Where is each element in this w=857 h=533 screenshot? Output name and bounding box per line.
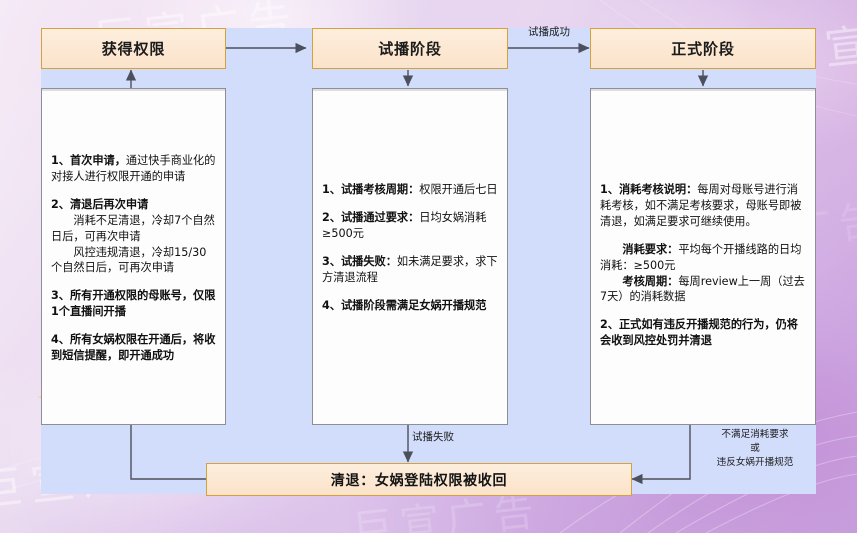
detail-paragraph: 4、试播阶段需满足女娲开播规范 bbox=[322, 298, 498, 314]
detail-rest: 通过快手商业化的对接人进行权限开通的申请 bbox=[51, 154, 216, 183]
stage-box-trial[interactable]: 试播阶段 bbox=[312, 28, 508, 69]
detail-text-trial: 1、试播考核周期：权限开通后七日 2、试播通过要求：日均女娲消耗≥500元 3、试播… bbox=[313, 182, 507, 313]
detail-subline-rest: 每周review上一周（过去7天）的消耗数据 bbox=[600, 274, 805, 304]
detail-lead: 3、所有开通权限的母账号，仅限1个直播间开播 bbox=[51, 289, 216, 319]
detail-lead: 4、所有女娲权限在开通后，将收到短信提醒，即开通成功 bbox=[51, 333, 216, 363]
detail-lead: 4、试播阶段需满足女娲开播规范 bbox=[322, 298, 487, 312]
detail-box-acquire: 1、首次申请，通过快手商业化的对接人进行权限开通的申请 2、清退后再次申请消耗不足… bbox=[41, 88, 226, 425]
detail-subline-rest: 平均每个开播线路的日均消耗：≥500元 bbox=[600, 242, 802, 272]
stage-box-formal[interactable]: 正式阶段 bbox=[590, 28, 816, 69]
detail-subline: 考核周期：每周review上一周（过去7天）的消耗数据 bbox=[600, 274, 806, 306]
detail-rest: 权限开通后七日 bbox=[419, 183, 498, 196]
detail-text-acquire: 1、首次申请，通过快手商业化的对接人进行权限开通的申请 2、清退后再次申请消耗不足… bbox=[42, 153, 225, 364]
detail-paragraph: 4、所有女娲权限在开通后，将收到短信提醒，即开通成功 bbox=[51, 332, 216, 364]
detail-paragraph: 2、清退后再次申请消耗不足清退，冷却7个自然日后，可再次申请风控违规清退，冷却1… bbox=[51, 197, 216, 277]
detail-lead: 2、正式如有违反开播规范的行为，仍将会收到风控处罚并清退 bbox=[600, 318, 798, 348]
detail-lead: 2、清退后再次申请 bbox=[51, 197, 149, 211]
detail-paragraph: 1、试播考核周期：权限开通后七日 bbox=[322, 182, 498, 198]
bottom-bar-title: 清退：女娲登陆权限被收回 bbox=[330, 472, 508, 489]
detail-paragraph: 1、首次申请，通过快手商业化的对接人进行权限开通的申请 bbox=[51, 153, 216, 185]
detail-subline: 消耗要求：平均每个开播线路的日均消耗：≥500元 bbox=[600, 242, 806, 274]
detail-paragraph: 1、消耗考核说明：每周对母账号进行消耗考核，如不满足考核要求，母账号即被清退，如… bbox=[600, 182, 806, 230]
detail-lead: 1、试播考核周期： bbox=[322, 183, 420, 196]
detail-box-trial: 1、试播考核周期：权限开通后七日 2、试播通过要求：日均女娲消耗≥500元 3、试播… bbox=[312, 88, 508, 425]
stage-title-trial: 试播阶段 bbox=[378, 40, 442, 58]
detail-lead: 3、试播失败： bbox=[322, 254, 397, 268]
stage-title-formal: 正式阶段 bbox=[671, 40, 735, 58]
detail-paragraph: 2、试播通过要求：日均女娲消耗≥500元 bbox=[322, 210, 498, 242]
detail-subline-lead: 消耗要求： bbox=[622, 242, 679, 256]
detail-paragraph: 消耗要求：平均每个开播线路的日均消耗：≥500元考核周期：每周review上一周… bbox=[600, 242, 806, 306]
detail-rest: 日均女娲消耗≥500元 bbox=[322, 210, 487, 240]
detail-lead: 1、首次申请， bbox=[51, 154, 126, 167]
detail-subline: 消耗不足清退，冷却7个自然日后，可再次申请 bbox=[51, 213, 215, 243]
detail-lead: 2、试播通过要求： bbox=[322, 210, 420, 224]
detail-box-formal: 1、消耗考核说明：每周对母账号进行消耗考核，如不满足考核要求，母账号即被清退，如… bbox=[590, 88, 816, 425]
detail-rest: 如未满足要求，求下方清退流程 bbox=[322, 254, 498, 284]
stage-title-acquire: 获得权限 bbox=[101, 40, 166, 58]
detail-subline-lead: 考核周期： bbox=[622, 274, 679, 288]
detail-paragraph: 2、正式如有违反开播规范的行为，仍将会收到风控处罚并清退 bbox=[600, 317, 806, 349]
detail-text-formal: 1、消耗考核说明：每周对母账号进行消耗考核，如不满足考核要求，母账号即被清退，如… bbox=[591, 182, 815, 349]
detail-rest: 每周对母账号进行消耗考核，如不满足考核要求，母账号即被清退，如满足要求可继续使用… bbox=[600, 183, 802, 228]
detail-subline: 风控违规清退，冷却15/30个自然日后，可再次申请 bbox=[51, 245, 207, 275]
detail-lead: 1、消耗考核说明： bbox=[600, 183, 698, 196]
detail-paragraph: 3、试播失败：如未满足要求，求下方清退流程 bbox=[322, 254, 498, 286]
detail-paragraph: 3、所有开通权限的母账号，仅限1个直播间开播 bbox=[51, 288, 216, 320]
stage-box-acquire[interactable]: 获得权限 bbox=[41, 28, 226, 69]
bottom-bar-cleanup[interactable]: 清退：女娲登陆权限被收回 bbox=[206, 463, 632, 496]
